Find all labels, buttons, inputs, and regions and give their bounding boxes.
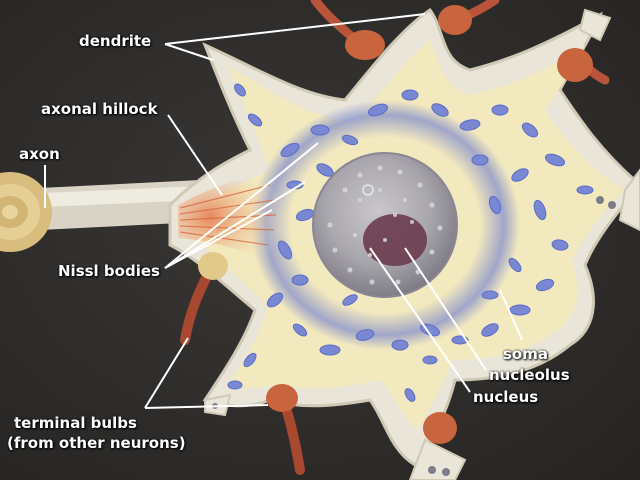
label-axonal-hillock: axonal hillock (41, 100, 158, 118)
label-nucleolus: nucleolus (489, 366, 570, 384)
label-soma: soma (503, 345, 548, 363)
axon-shape (0, 172, 200, 252)
label-nissl-bodies: Nissl bodies (58, 262, 160, 280)
nucleus-shape (312, 152, 458, 298)
nucleolus-shape (363, 214, 427, 266)
terminal-bulbs-shape (180, 0, 610, 475)
dendrite-branches-shape (204, 8, 640, 480)
label-axon: axon (19, 145, 60, 163)
label-terminal-bulbs: terminal bulbs (14, 414, 137, 432)
label-dendrite: dendrite (79, 32, 152, 50)
nissl-bodies-shape (227, 83, 594, 402)
label-pointer-lines (44, 13, 523, 409)
label-nucleus: nucleus (473, 388, 539, 406)
label-terminal-bulbs-source: (from other neurons) (7, 434, 186, 452)
